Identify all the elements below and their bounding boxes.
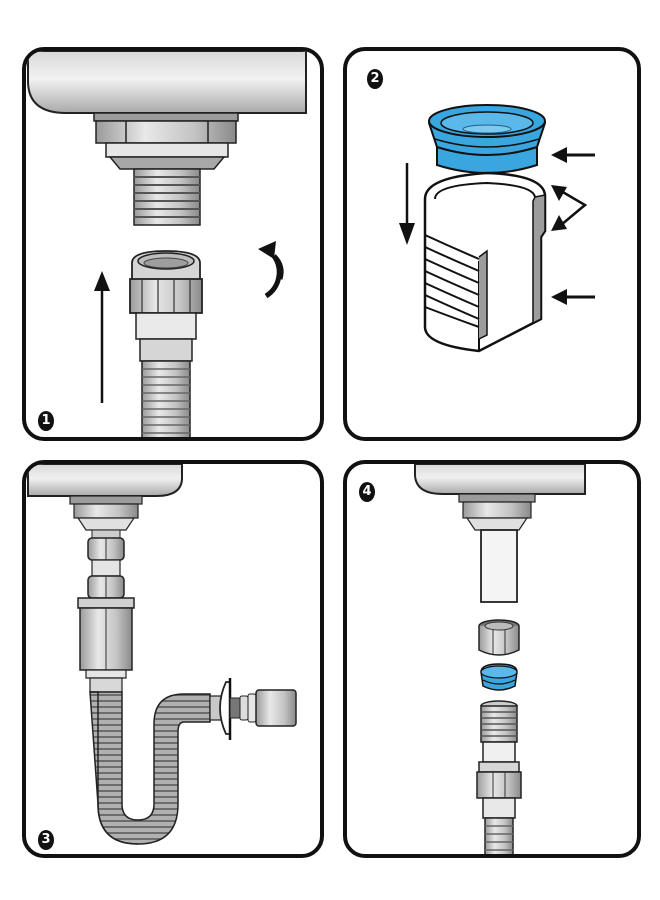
drain-nut-icon [93,112,239,170]
chevron-pointer-arrows-icon [551,185,588,231]
wall-flange-icon [209,678,232,740]
step-3-badge: 3 [38,830,54,850]
threaded-hose-connector-icon [476,700,522,799]
step-4-panel: 4 [343,460,641,858]
blue-gasket-icon [427,104,547,174]
blue-gasket-icon [480,663,518,691]
corrugated-hose-icon [89,691,211,845]
threaded-outlet-icon [133,168,201,226]
outlet-pipe-icon [229,689,297,727]
step-2-badge: 2 [367,69,383,89]
flexible-hose-icon [482,797,516,854]
sink-basin-icon [27,51,307,114]
hose-coupling-nut-icon [129,250,203,362]
step-1-panel: 1 [22,47,324,441]
sink-basin-icon [414,464,586,495]
down-arrow-icon [399,163,415,245]
coupling-nut-icon [478,619,520,656]
step-3-illustration [27,464,297,845]
coupling-nut-upper-icon [87,529,125,561]
trap-body-icon [77,597,135,693]
gasket-pointer-arrow-icon [551,147,595,163]
flexible-hose-icon [141,360,191,437]
connector-pipe-icon [91,559,121,577]
rotate-arrow-icon [258,241,284,299]
connector-pointer-arrow-icon [551,289,595,305]
coupling-nut-lower-icon [87,575,125,599]
step-1-illustration [27,51,307,437]
drain-nut-icon [69,495,143,531]
drain-nut-icon [458,493,536,531]
step-2-panel: 2 [343,47,641,441]
sink-basin-icon [27,464,183,497]
up-arrow-icon [94,271,110,403]
step-1-badge: 1 [38,411,54,431]
step-2-illustration [399,104,595,353]
step-3-panel: 3 [22,460,324,858]
drain-pipe-icon [480,529,518,603]
step-4-illustration [414,464,586,854]
threaded-connector-icon [423,171,547,353]
step-4-badge: 4 [359,482,375,502]
